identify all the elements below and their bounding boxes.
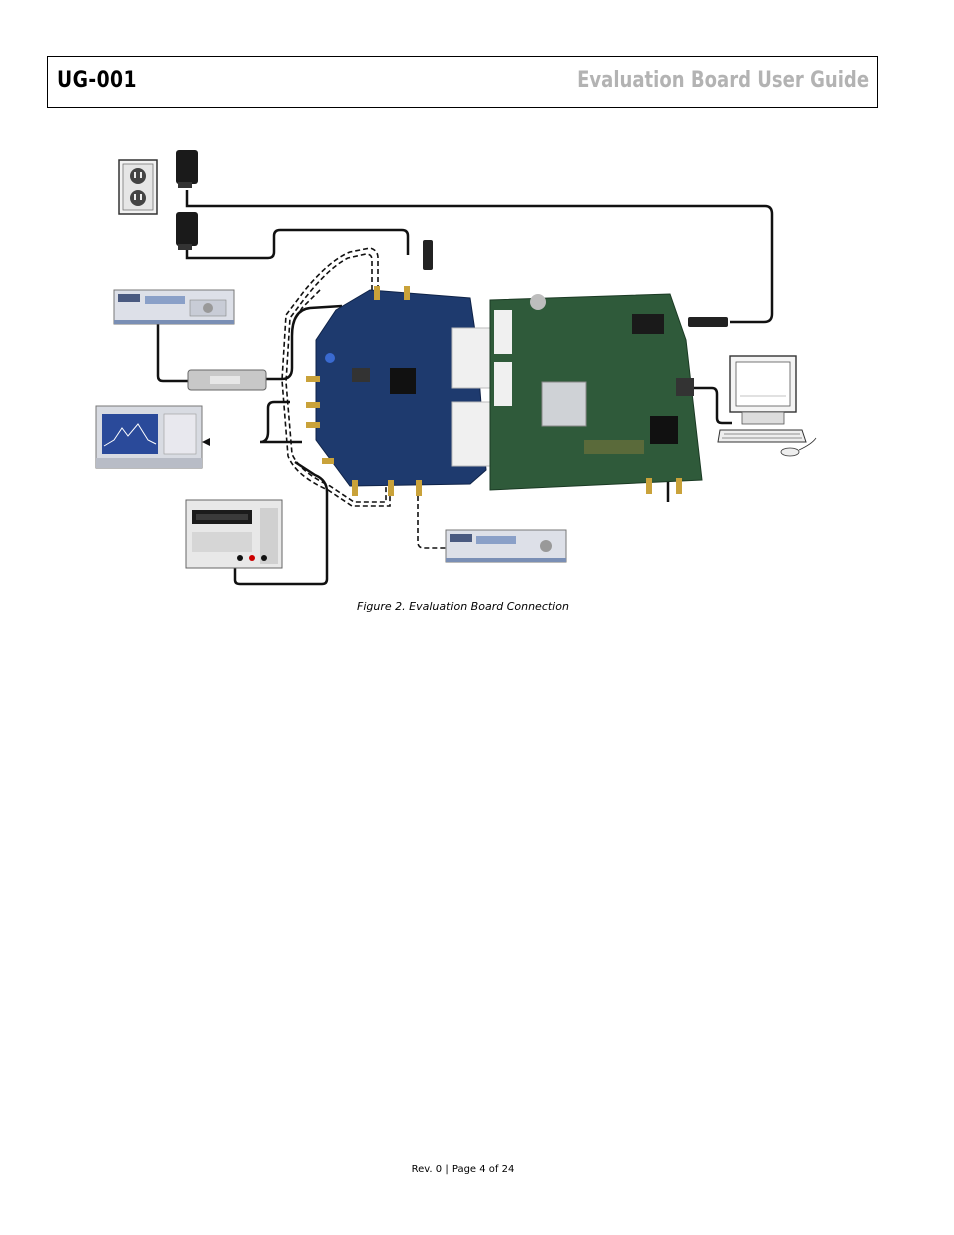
document-title: Evaluation Board User Guide [577,68,869,93]
page-header: UG-001 Evaluation Board User Guide [47,56,878,108]
signal-generator-icon [446,530,566,562]
page-footer: Rev. 0 | Page 4 of 24 [0,1164,926,1175]
power-supply-icon [186,500,282,568]
connection-diagram [90,140,830,590]
wall-outlet-icon [119,160,157,214]
spectrum-analyzer-icon [96,406,202,468]
computer-icon [718,356,816,456]
figure-caption: Figure 2. Evaluation Board Connection [0,600,926,613]
arrow-icon [202,438,210,446]
document-id: UG-001 [57,68,137,93]
signal-generator-icon [114,290,234,324]
fpga-board-icon [490,294,702,494]
filter-icon [188,370,266,390]
evaluation-board-icon [306,286,502,496]
